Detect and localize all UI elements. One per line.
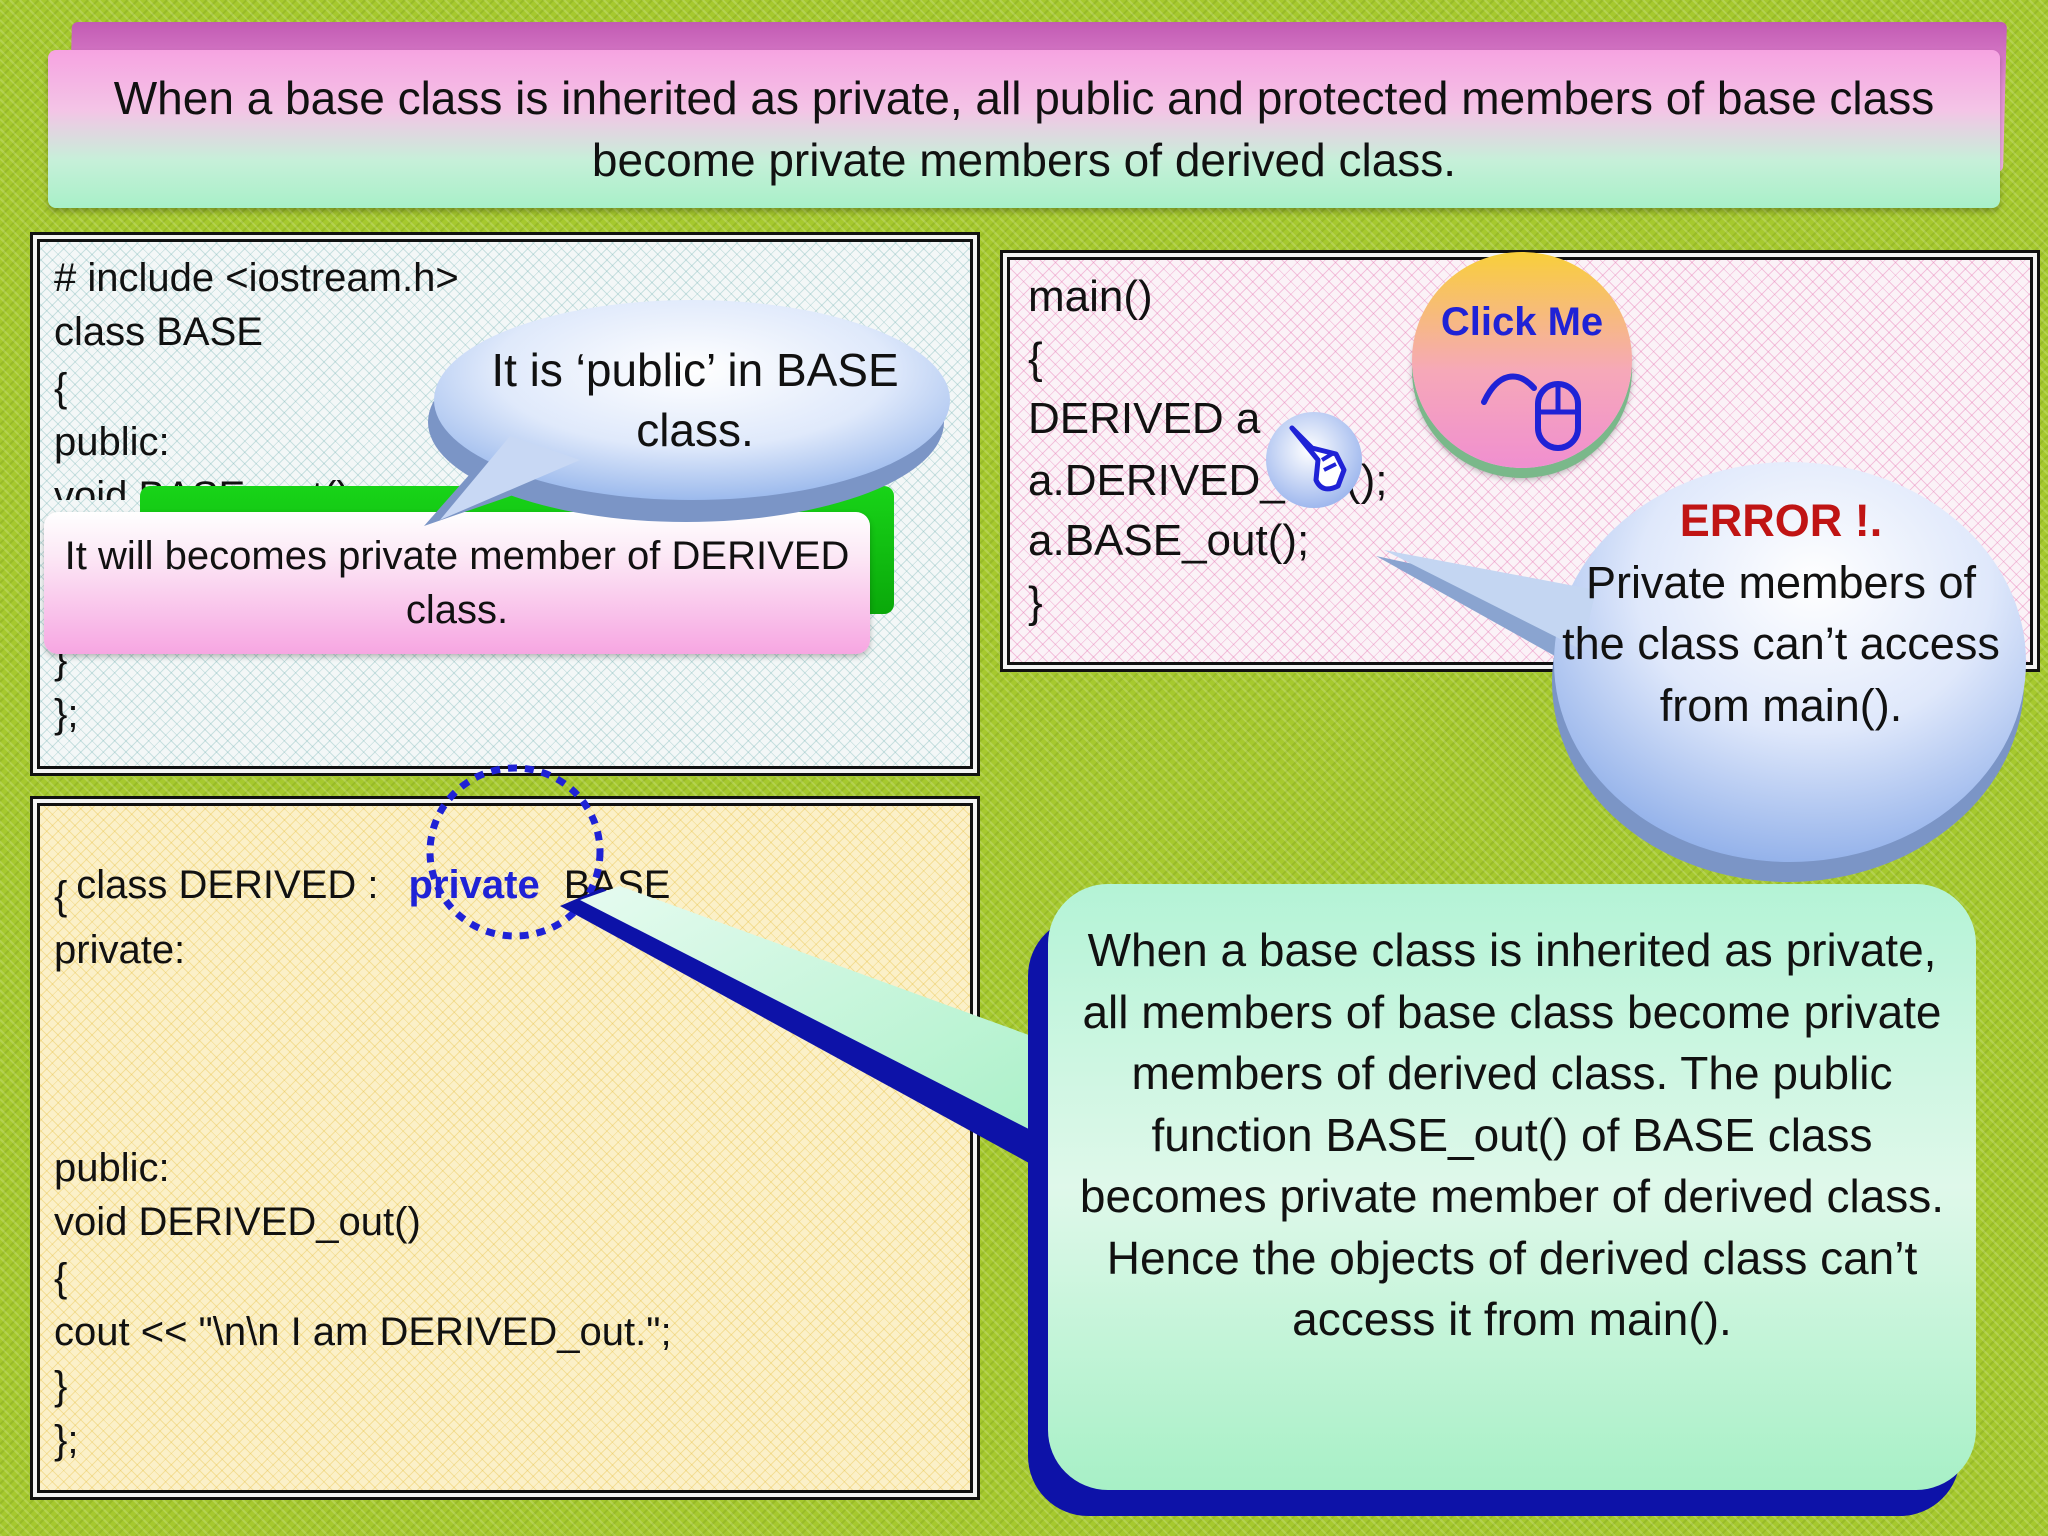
main-code-line: main() [1028,272,1153,321]
title-text: When a base class is inherited as privat… [113,72,1935,186]
public-note-text: It is ‘public’ in BASE class. [491,344,899,456]
error-text: Private members of the class can’t acces… [1562,556,2000,731]
title-banner: When a base class is inherited as privat… [48,50,2000,208]
error-bubble [1376,462,2026,882]
derived-code-line: { [54,1256,68,1300]
base-code-line: public: [54,420,170,464]
base-code-line: }; [54,692,79,736]
click-me-label[interactable]: Click Me [1440,300,1604,344]
base-code-line: # include <iostream.h> [54,256,459,300]
private-note-text: It will becomes private member of DERIVE… [64,534,850,632]
main-code-line: } [1028,578,1043,627]
derived-code-line: private: [54,928,186,972]
derived-code-line: }; [54,1418,79,1462]
derived-code-line: public: [54,1146,170,1190]
derived-code-line: { [54,874,68,918]
public-note-bubble [424,300,950,526]
derived-code-line: cout << "\n\n I am DERIVED_out."; [54,1310,672,1354]
mouse-icon[interactable] [1478,362,1588,458]
main-code-line: a.BASE_out(); [1028,516,1310,565]
error-label: ERROR !. [1679,495,1883,546]
derived-header-prefix: class DERIVED : [76,863,379,907]
click-me-button[interactable] [1412,252,1632,468]
explanation-text: When a base class is inherited as privat… [1079,924,1945,1345]
explanation-callout [1048,884,1976,1490]
main-code-line: { [1028,334,1043,383]
error-message: ERROR !. Private members of the class ca… [1556,490,2006,736]
base-code-line: { [54,366,68,410]
main-code-line: DERIVED a [1028,394,1261,443]
pointing-hand-icon [1266,412,1362,508]
derived-code-line: } [54,1364,68,1408]
private-note-callout: It will becomes private member of DERIVE… [44,512,870,654]
derived-code-panel [30,796,980,1500]
derived-code-line: void DERIVED_out() [54,1200,421,1244]
private-highlight-circle [426,764,604,940]
base-code-line: class BASE [54,310,263,354]
